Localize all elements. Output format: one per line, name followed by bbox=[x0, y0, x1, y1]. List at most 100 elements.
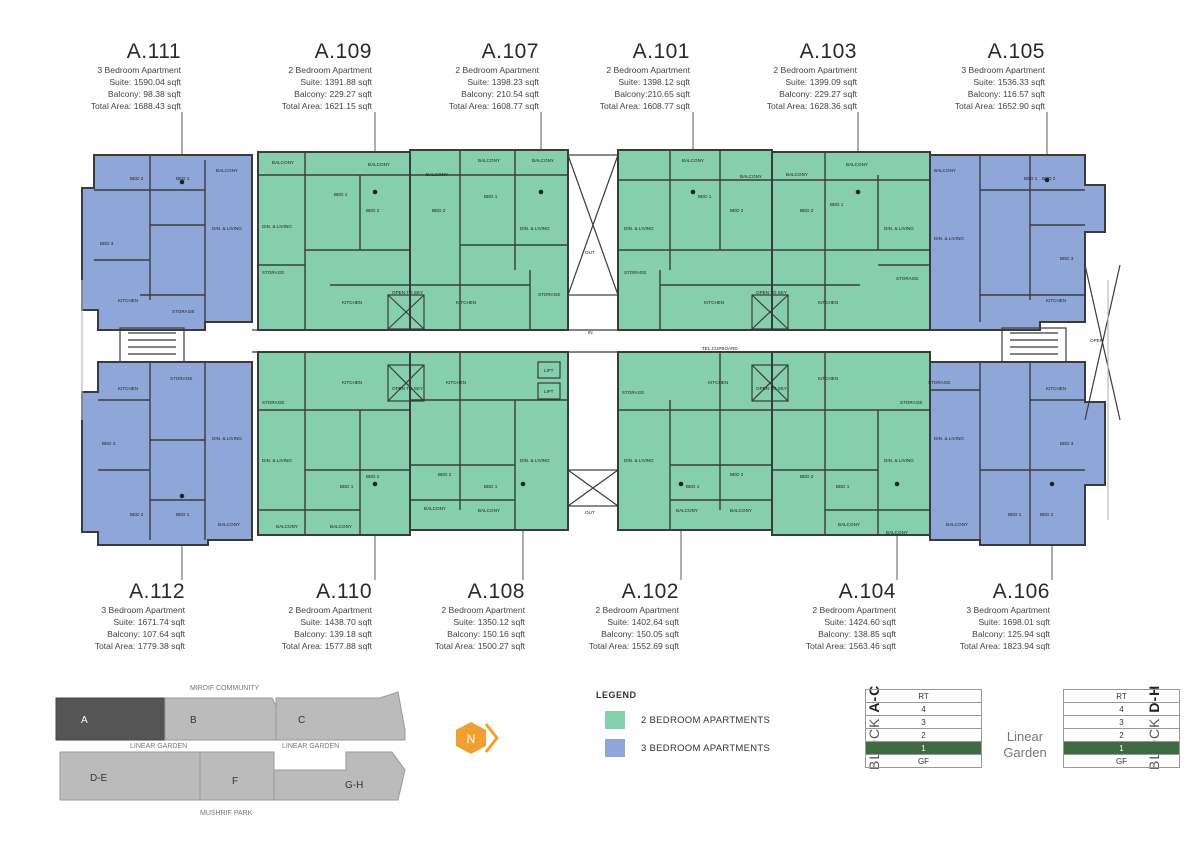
room-label: DIN. & LIVING bbox=[520, 226, 550, 231]
room-label: LIFT bbox=[544, 368, 554, 373]
unit-balcony: Balcony: 150.05 sqft bbox=[601, 629, 679, 639]
room-label: BED 2 bbox=[1042, 176, 1056, 181]
unit-type: 3 Bedroom Apartment bbox=[961, 65, 1045, 75]
room-label: KITCHEN bbox=[118, 386, 138, 391]
room-label: BALCONY bbox=[886, 530, 908, 535]
unit-a107 bbox=[409, 149, 569, 331]
room-label: BED 1 bbox=[1024, 176, 1038, 181]
room-label: DIN. & LIVING bbox=[262, 458, 292, 463]
key-block-label: C bbox=[298, 715, 305, 726]
unit-type: 2 Bedroom Apartment bbox=[441, 605, 525, 615]
room-label: BALCONY bbox=[478, 508, 500, 513]
room-label: BED 1 bbox=[334, 192, 348, 197]
room-label: KITCHEN bbox=[456, 300, 476, 305]
room-label: KITCHEN bbox=[704, 300, 724, 305]
room-label: BALCONY bbox=[934, 168, 956, 173]
floor-row: 2 bbox=[865, 728, 982, 742]
room-label: BALCONY bbox=[740, 174, 762, 179]
room-label: KITCHEN bbox=[708, 380, 728, 385]
room-label: BALCONY bbox=[276, 524, 298, 529]
unit-type: 2 Bedroom Apartment bbox=[288, 65, 372, 75]
unit-a105 bbox=[929, 154, 1106, 331]
unit-balcony: Balcony: 210.54 sqft bbox=[461, 89, 539, 99]
unit-id: A.103 bbox=[799, 40, 857, 63]
floor-row: 4 bbox=[1063, 702, 1180, 716]
core bbox=[81, 154, 1121, 520]
unit-balcony: Balcony: 116.57 sqft bbox=[967, 89, 1045, 99]
room-label: OPEN TO SKY bbox=[756, 386, 787, 391]
legend-item-3-bedroom: 3 BEDROOM APARTMENTS bbox=[605, 739, 770, 757]
floor-row: GF bbox=[865, 754, 982, 768]
room-label: OPEN bbox=[1090, 338, 1103, 343]
unit-balcony: Balcony: 139.18 sqft bbox=[294, 629, 372, 639]
floor-row: 3 bbox=[1063, 715, 1180, 729]
unit-id: A.105 bbox=[987, 40, 1045, 63]
unit-suite: Suite: 1424.60 sqft bbox=[824, 617, 896, 627]
unit-type: 2 Bedroom Apartment bbox=[812, 605, 896, 615]
room-label: DIN. & LIVING bbox=[624, 226, 654, 231]
room-label: DIN. & LIVING bbox=[262, 224, 292, 229]
unit-markers bbox=[179, 177, 1055, 499]
unit-balcony: Balcony: 107.64 sqft bbox=[107, 629, 185, 639]
unit-a112 bbox=[81, 361, 253, 546]
key-road-label: MUSHRIF PARK bbox=[200, 810, 253, 817]
unit-type: 2 Bedroom Apartment bbox=[595, 605, 679, 615]
unit-suite: Suite: 1391.88 sqft bbox=[300, 77, 372, 87]
unit-balcony: Balcony: 98.38 sqft bbox=[107, 89, 181, 99]
unit-id: A.111 bbox=[126, 40, 181, 63]
room-label: BALCONY bbox=[730, 508, 752, 513]
unit-a109 bbox=[257, 151, 411, 331]
legend-swatch-2-bedroom bbox=[605, 711, 625, 729]
room-label: KITCHEN bbox=[446, 380, 466, 385]
unit-total: Total Area: 1823.94 sqft bbox=[959, 641, 1050, 651]
room-label: BALCONY bbox=[532, 158, 554, 163]
room-label: BED 2 bbox=[438, 472, 452, 477]
room-label: LIFT bbox=[544, 389, 554, 394]
unit-type: 3 Bedroom Apartment bbox=[966, 605, 1050, 615]
room-label: DIN. & LIVING bbox=[212, 436, 242, 441]
room-label: BED 2 bbox=[130, 512, 144, 517]
room-label: DIN. & LIVING bbox=[212, 226, 242, 231]
unit-a108 bbox=[409, 351, 569, 531]
unit-type: 3 Bedroom Apartment bbox=[101, 605, 185, 615]
room-label: BED 1 bbox=[340, 484, 354, 489]
floor-row: GF bbox=[1063, 754, 1180, 768]
room-label: BED 2 bbox=[432, 208, 446, 213]
unit-id: A.108 bbox=[467, 580, 525, 603]
room-label: BALCONY bbox=[218, 522, 240, 527]
room-label: OPEN TO SKY bbox=[392, 386, 423, 391]
room-label: BED 2 bbox=[366, 474, 380, 479]
key-road-label: LINEAR GARDEN bbox=[130, 743, 187, 750]
room-label: STORAGE bbox=[538, 292, 560, 297]
unit-balcony: Balcony: 125.94 sqft bbox=[972, 629, 1050, 639]
unit-total: Total Area: 1563.46 sqft bbox=[805, 641, 896, 651]
room-label: STORAGE bbox=[172, 309, 194, 314]
unit-balcony: Balcony: 229.27 sqft bbox=[779, 89, 857, 99]
unit-type: 2 Bedroom Apartment bbox=[288, 605, 372, 615]
unit-total: Total Area: 1608.77 sqft bbox=[599, 101, 690, 111]
room-labels: BED 2 BED 1 BED 3 DIN. & LIVING BALCONY … bbox=[100, 158, 1103, 535]
room-label: DIN. & LIVING bbox=[624, 458, 654, 463]
unit-type: 3 Bedroom Apartment bbox=[97, 65, 181, 75]
room-label: KITCHEN bbox=[342, 300, 362, 305]
room-label: KITCHEN bbox=[118, 298, 138, 303]
unit-id: A.101 bbox=[632, 40, 690, 63]
room-label: BALCONY bbox=[838, 522, 860, 527]
floor-row: 1 bbox=[865, 741, 982, 755]
key-road-label: MIRDIF COMMUNITY bbox=[190, 685, 260, 692]
unit-balcony: Balcony: 138.85 sqft bbox=[818, 629, 896, 639]
unit-suite: Suite: 1350.12 sqft bbox=[453, 617, 525, 627]
unit-suite: Suite: 1536.33 sqft bbox=[973, 77, 1045, 87]
room-label: STORAGE bbox=[262, 400, 284, 405]
room-label: BALCONY bbox=[424, 506, 446, 511]
room-label: IN bbox=[588, 330, 593, 335]
unit-suite: Suite: 1438.70 sqft bbox=[300, 617, 372, 627]
